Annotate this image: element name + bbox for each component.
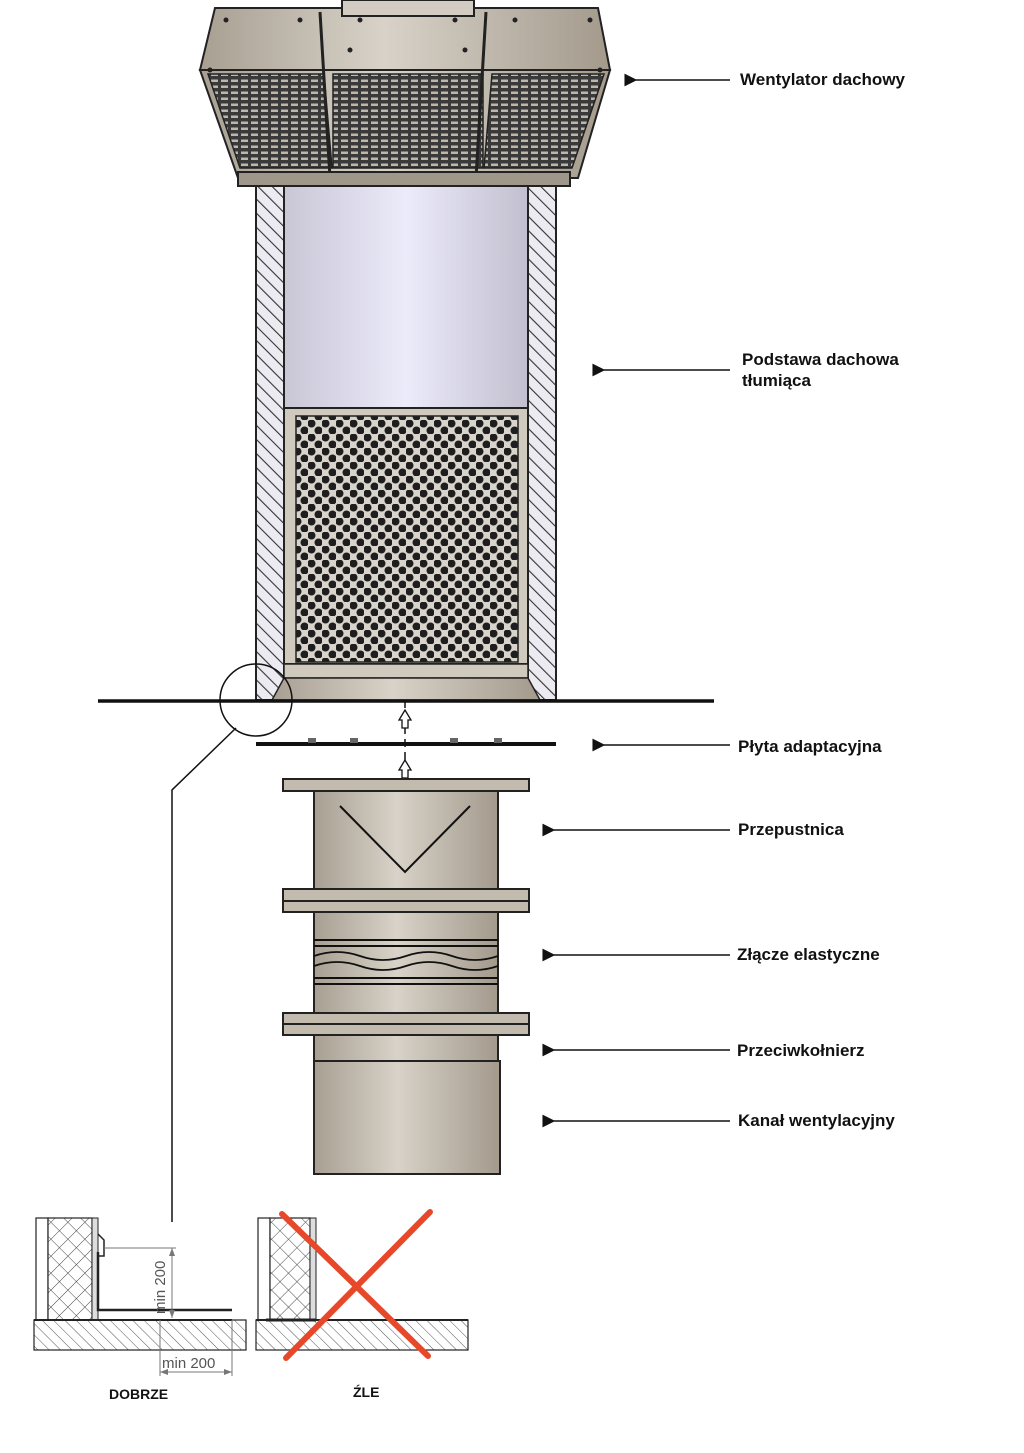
caption-good: DOBRZE xyxy=(109,1386,169,1402)
damper xyxy=(282,778,530,902)
label-roof-fan: Wentylator dachowy xyxy=(740,70,905,89)
label-counter-flange: Przeciwkołnierz xyxy=(737,1041,865,1060)
label-roof-base-line1: Podstawa dachowa xyxy=(742,350,899,369)
roof-fan xyxy=(198,0,612,187)
label-roof-base-line2: tłumiąca xyxy=(742,371,811,390)
label-damper: Przepustnica xyxy=(738,820,844,839)
label-adapter-plate: Płyta adaptacyjna xyxy=(738,737,882,756)
detail-bad xyxy=(255,1209,469,1361)
label-flexible-connector: Złącze elastyczne xyxy=(737,945,880,964)
dimension-vertical: min 200 xyxy=(152,1261,169,1314)
dimension-horizontal: min 200 xyxy=(162,1355,215,1372)
detail-leader xyxy=(171,663,293,1222)
label-ventilation-duct: Kanał wentylacyjny xyxy=(738,1111,895,1130)
counter-flange xyxy=(282,1012,530,1062)
detail-good: min 200 min 200 xyxy=(33,1217,247,1376)
wrong-cross-mark xyxy=(279,1209,433,1361)
flexible-connector xyxy=(282,900,530,1015)
silencing-roof-base xyxy=(255,185,557,701)
caption-bad: ŹLE xyxy=(353,1384,380,1400)
adapter-plate xyxy=(256,700,556,779)
ventilation-duct xyxy=(313,1060,501,1175)
pointer-arrows xyxy=(542,73,730,1128)
